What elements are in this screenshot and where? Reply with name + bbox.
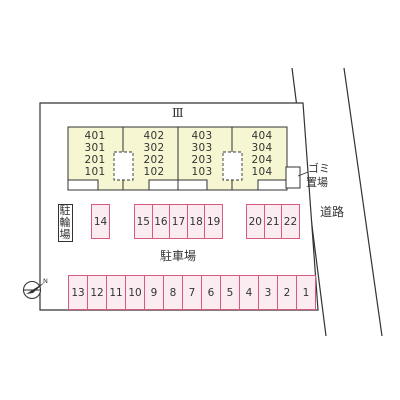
- unit-column: 401 301 201 101: [77, 130, 113, 178]
- parking-slot-12: 12: [87, 275, 107, 310]
- stair-outline: [222, 151, 243, 181]
- parking-slot-5: 5: [220, 275, 240, 310]
- parking-slot-7: 7: [182, 275, 202, 310]
- unit-number: 304: [251, 142, 273, 154]
- garbage-label-line2: 置場: [306, 176, 328, 189]
- garbage-area: [285, 166, 301, 189]
- parking-slot-1: 1: [296, 275, 316, 310]
- entrance-porch: [67, 179, 99, 191]
- parking-slot-9: 9: [144, 275, 164, 310]
- parking-slot-14: 14: [91, 204, 110, 239]
- garbage-label-2: 置場: [306, 176, 328, 189]
- unit-number: 201: [84, 154, 106, 166]
- unit-column: 403 303 203 103: [184, 130, 220, 178]
- garbage-leader-line: [297, 171, 309, 177]
- bicycle-parking-label: 駐 輪 場: [58, 205, 72, 241]
- parking-slot-13: 13: [68, 275, 88, 310]
- building-name: Ⅲ: [172, 106, 184, 120]
- compass-icon: [22, 280, 45, 300]
- parking-slot-18: 18: [186, 204, 206, 239]
- unit-number: 204: [251, 154, 273, 166]
- parking-slot-15: 15: [134, 204, 153, 239]
- bicycle-label-char: 輪: [59, 216, 71, 229]
- garbage-label-line1: ゴミ: [308, 162, 330, 175]
- bicycle-parking: [58, 204, 73, 242]
- unit-number: 101: [84, 166, 106, 178]
- unit-number: 401: [84, 130, 106, 142]
- unit-number: 202: [143, 154, 165, 166]
- parking-slot-8: 8: [163, 275, 183, 310]
- parking-slot-6: 6: [201, 275, 221, 310]
- unit-number: 303: [191, 142, 213, 154]
- entrance-porch: [177, 179, 208, 191]
- parking-slot-4: 4: [239, 275, 259, 310]
- parking-slot-2: 2: [277, 275, 297, 310]
- unit-number: 404: [251, 130, 273, 142]
- unit-column: 402 302 202 102: [136, 130, 172, 178]
- entrance-porch: [257, 179, 288, 191]
- parking-slot-19: 19: [204, 204, 223, 239]
- bicycle-label-char: 場: [59, 228, 71, 241]
- parking-slot-3: 3: [258, 275, 278, 310]
- parking-slot-20: 20: [246, 204, 265, 239]
- unit-number: 402: [143, 130, 165, 142]
- parking-slot-21: 21: [263, 204, 283, 239]
- parking-slot-16: 16: [151, 204, 171, 239]
- unit-number: 403: [191, 130, 213, 142]
- entrance-porch: [148, 179, 179, 191]
- unit-column: 404 304 204 104: [244, 130, 280, 178]
- unit-number: 102: [143, 166, 165, 178]
- parking-lot-label: 駐車場: [160, 249, 197, 263]
- garbage-label: ゴミ: [308, 162, 330, 175]
- road-edge-right: [343, 67, 383, 337]
- unit-number: 203: [191, 154, 213, 166]
- stair-outline: [113, 151, 134, 181]
- bicycle-label-char: 駐: [59, 204, 71, 217]
- unit-number: 302: [143, 142, 165, 154]
- unit-number: 104: [251, 166, 273, 178]
- road-label: 道路: [320, 205, 345, 219]
- unit-number: 301: [84, 142, 106, 154]
- parking-slot-11: 11: [106, 275, 126, 310]
- unit-number: 103: [191, 166, 213, 178]
- parking-slot-17: 17: [169, 204, 188, 239]
- parking-slot-22: 22: [281, 204, 300, 239]
- parking-slot-10: 10: [125, 275, 145, 310]
- compass-north-label: N: [43, 277, 48, 285]
